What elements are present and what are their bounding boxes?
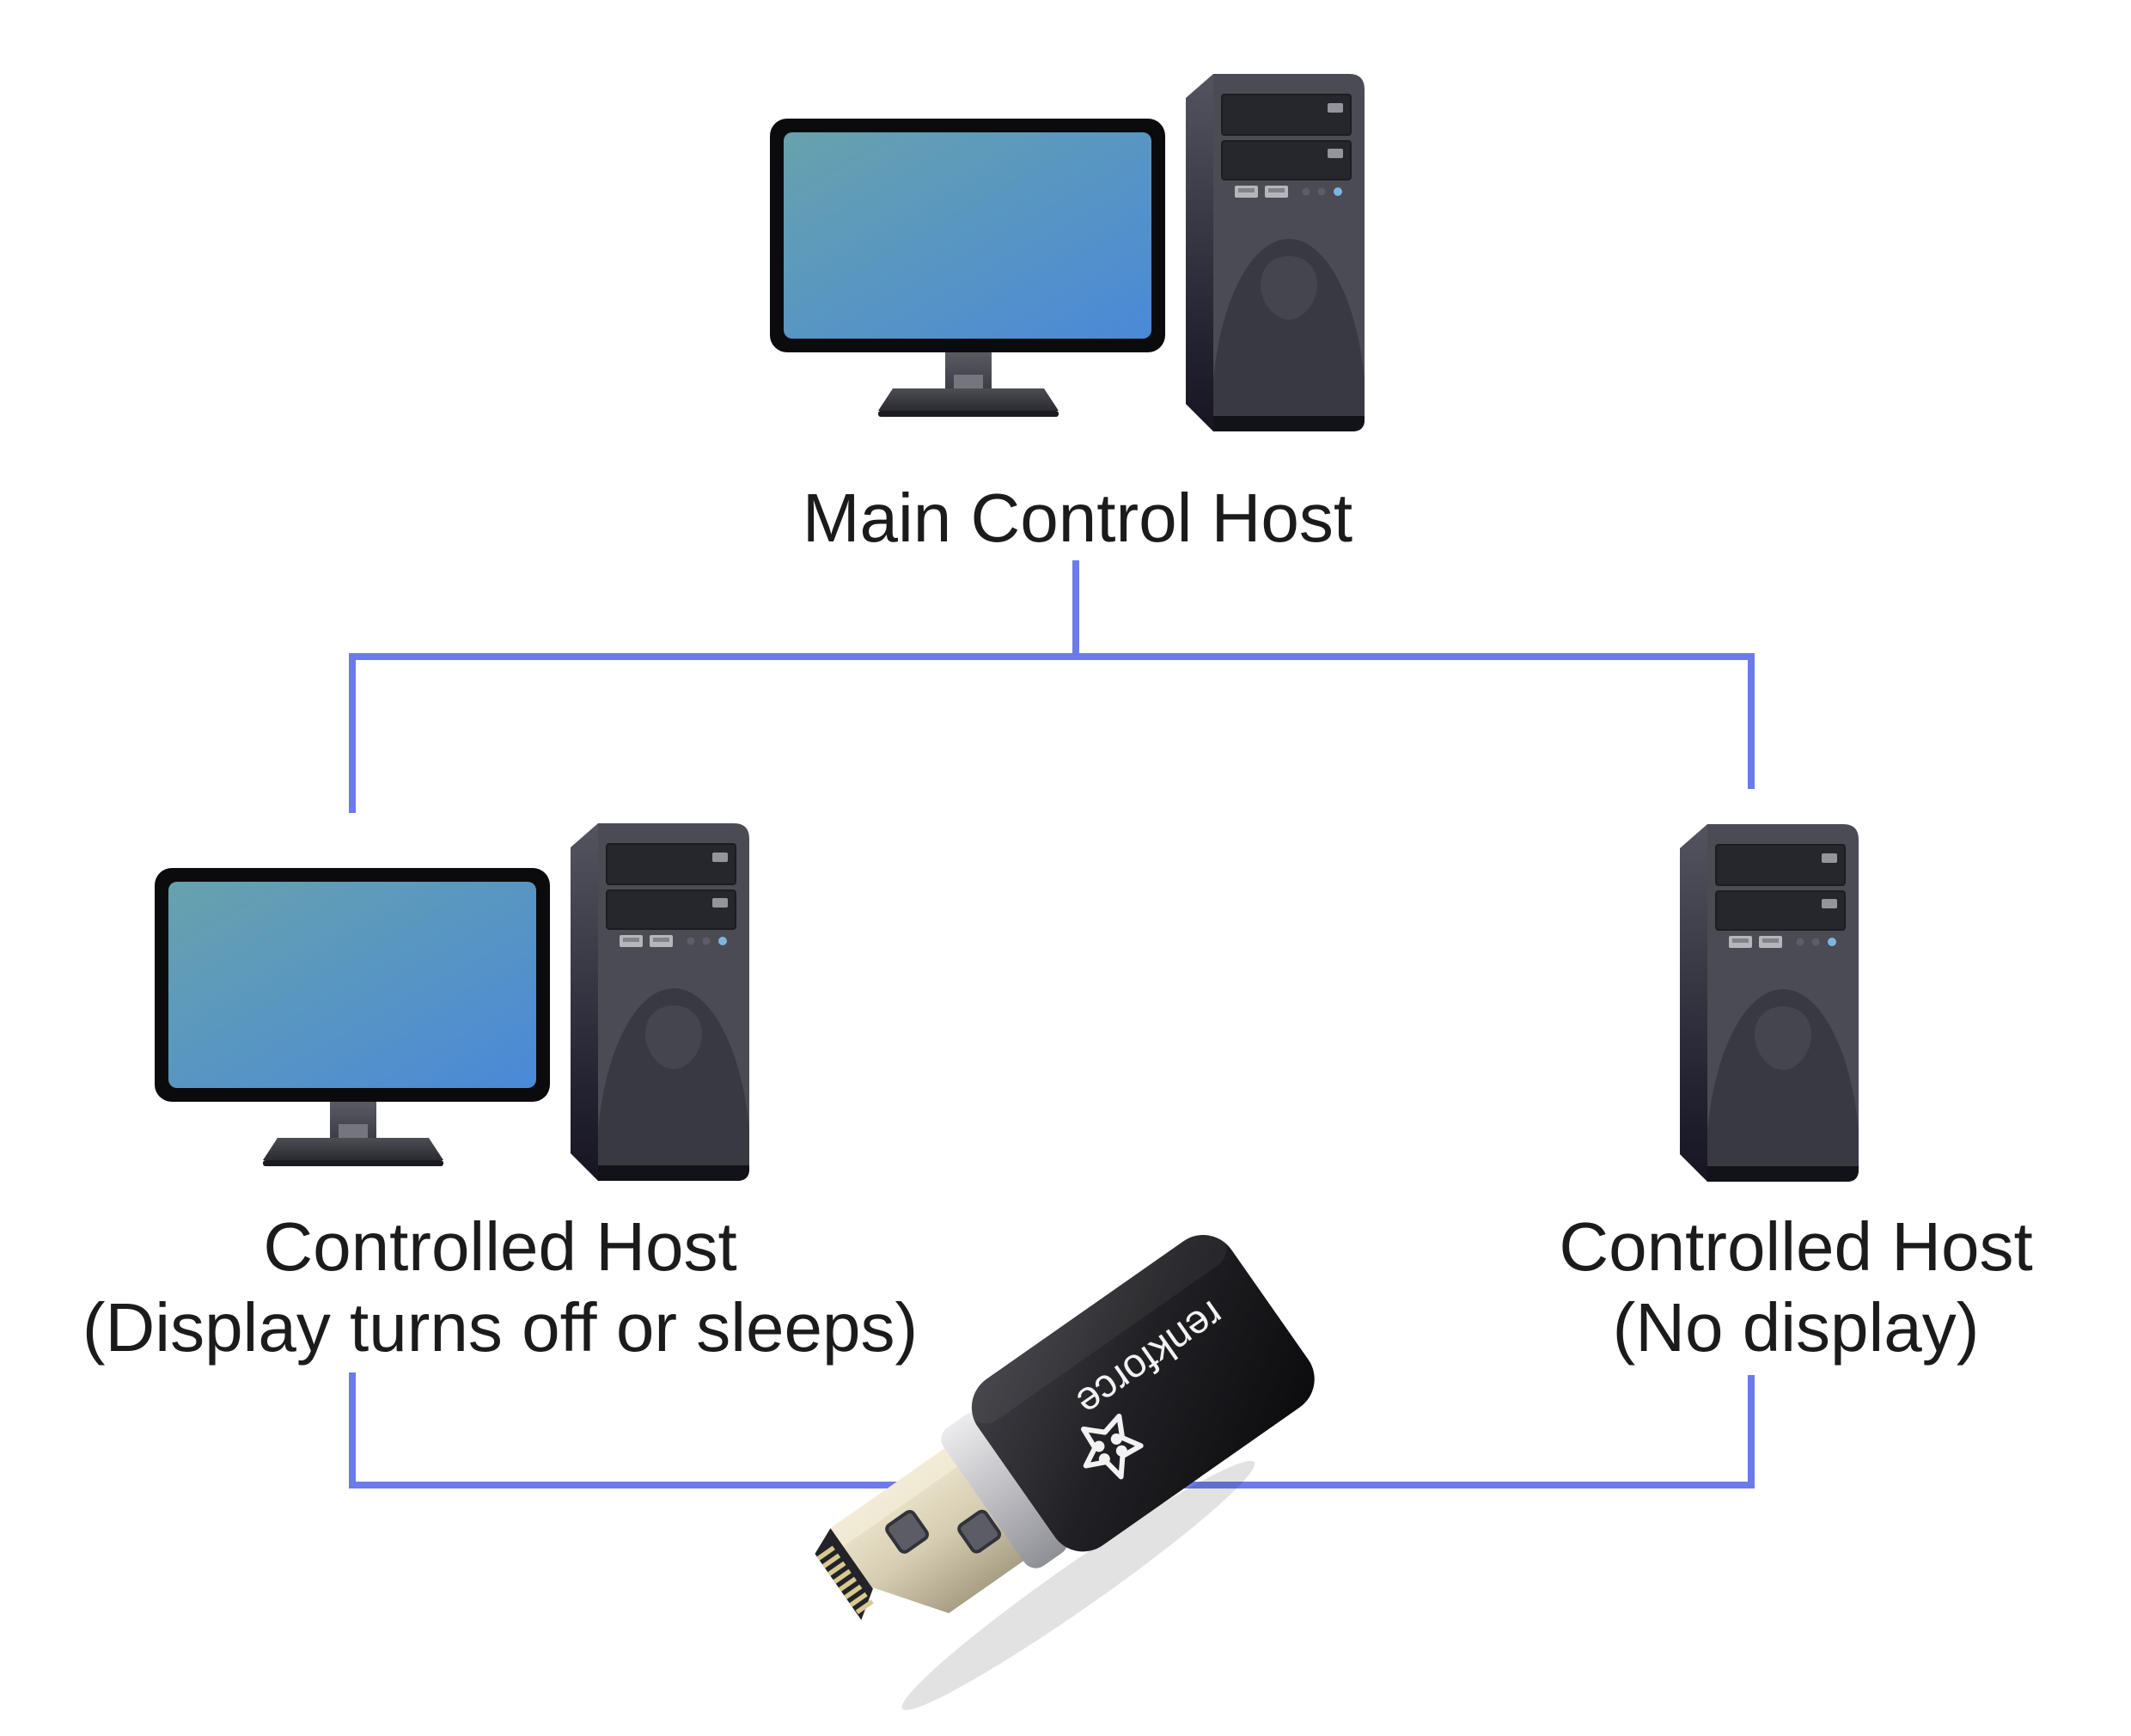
right-host-label-line2: (No display) xyxy=(1612,1289,1980,1366)
adapter-plug-hole xyxy=(885,1509,930,1554)
adapter-brand-logo xyxy=(1080,1413,1144,1480)
adapter-plug xyxy=(830,1445,1028,1614)
adapter-collar xyxy=(941,1412,1068,1568)
adapter-plug-facet xyxy=(830,1445,962,1547)
adapter-body-sheen xyxy=(966,1229,1227,1424)
right-host-label-line1: Controlled Host xyxy=(1559,1208,2033,1285)
left-host-label-line2: (Display turns off or sleeps) xyxy=(82,1289,919,1366)
adapter-body xyxy=(971,1234,1315,1552)
main-host-label: Main Control Host xyxy=(734,478,1421,559)
adapter-shadow xyxy=(901,1460,1255,1710)
right-host-label: Controlled Host (No display) xyxy=(1409,1207,2131,1368)
main-host-label-text: Main Control Host xyxy=(802,480,1353,556)
displayport-dummy-plug-icon: renkforce xyxy=(815,1229,1315,1710)
adapter-pins xyxy=(816,1545,874,1615)
connector-top-tree xyxy=(349,560,1755,813)
adapter-plug-hole xyxy=(957,1509,1002,1554)
left-host-label-line1: Controlled Host xyxy=(263,1208,737,1285)
left-host-label: Controlled Host (Display turns off or sl… xyxy=(19,1207,981,1368)
